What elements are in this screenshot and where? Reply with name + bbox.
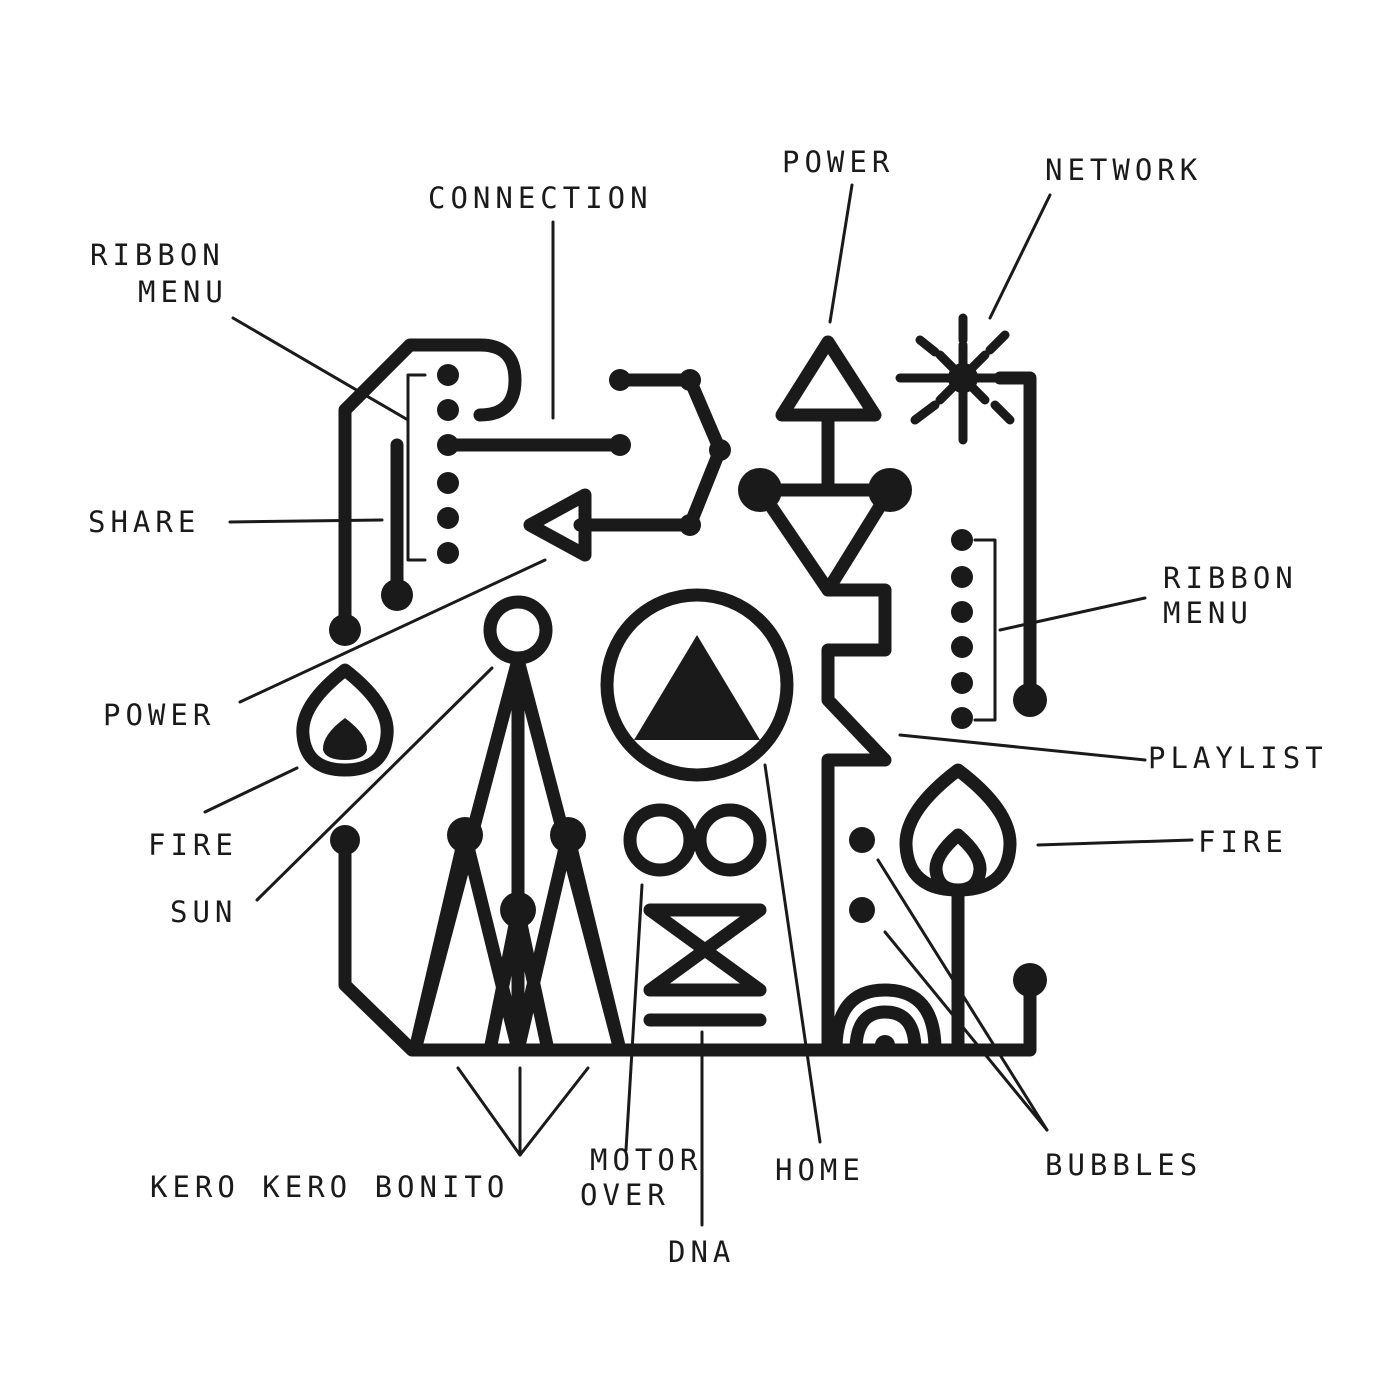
home-arch-outer: [829, 983, 942, 1057]
label-fire-right: FIRE: [1198, 825, 1288, 859]
label-network: NETWORK: [1045, 153, 1202, 187]
label-power-left: POWER: [103, 698, 215, 732]
label-ribbon-left-2: MENU: [138, 275, 228, 309]
hanging-triangle: [753, 483, 897, 597]
label-bubbles: BUBBLES: [1045, 1148, 1202, 1182]
flame-left-inner: [322, 718, 368, 760]
label-share: SHARE: [88, 505, 200, 539]
label-ribbon-right-2: MENU: [1163, 596, 1253, 630]
label-power-top: POWER: [782, 145, 894, 179]
ribbon-bracket-left: [406, 373, 427, 562]
left-frame-path: [338, 338, 522, 637]
zigzag-wire: [573, 373, 727, 532]
stepped-column: [821, 583, 892, 1057]
sun-circle: [483, 595, 553, 665]
mountain-triangle: [634, 635, 760, 740]
flame-left-outer: [296, 663, 394, 777]
bottom-baseline: [338, 833, 1037, 1057]
label-ribbon-left-1: RIBBON: [90, 238, 225, 272]
label-footer: KERO KERO BONITO: [150, 1170, 509, 1204]
label-motor-2: OVER: [580, 1178, 670, 1212]
big-circle: [600, 588, 794, 782]
label-ribbon-right-1: RIBBON: [1163, 561, 1298, 595]
label-playlist: PLAYLIST: [1148, 741, 1328, 775]
label-motor-1: MOTOR: [590, 1143, 702, 1177]
label-sun: SUN: [170, 895, 237, 929]
diagram-shapes: [203, 183, 1194, 1227]
dna-zigzag: [643, 903, 767, 1027]
label-dna: DNA: [668, 1235, 735, 1269]
arrow-left-triangle: [523, 488, 592, 562]
label-home: HOME: [775, 1153, 865, 1187]
pointer-lines: [203, 183, 1194, 1227]
right-frame-line: [993, 371, 1037, 702]
power-triangle: [775, 335, 882, 422]
sun-fan: [408, 653, 627, 1057]
labels: CONNECTION POWER NETWORK RIBBON MENU SHA…: [88, 145, 1328, 1269]
label-fire-left: FIRE: [148, 828, 238, 862]
infinity-left: [623, 803, 697, 877]
filled-shapes: [322, 363, 1047, 1055]
label-connection: CONNECTION: [428, 181, 653, 215]
home-arch-mid: [849, 1005, 922, 1057]
ribbon-bracket-right: [973, 538, 997, 722]
infinity-right: [693, 803, 767, 877]
flame-right-inner: [929, 828, 987, 897]
